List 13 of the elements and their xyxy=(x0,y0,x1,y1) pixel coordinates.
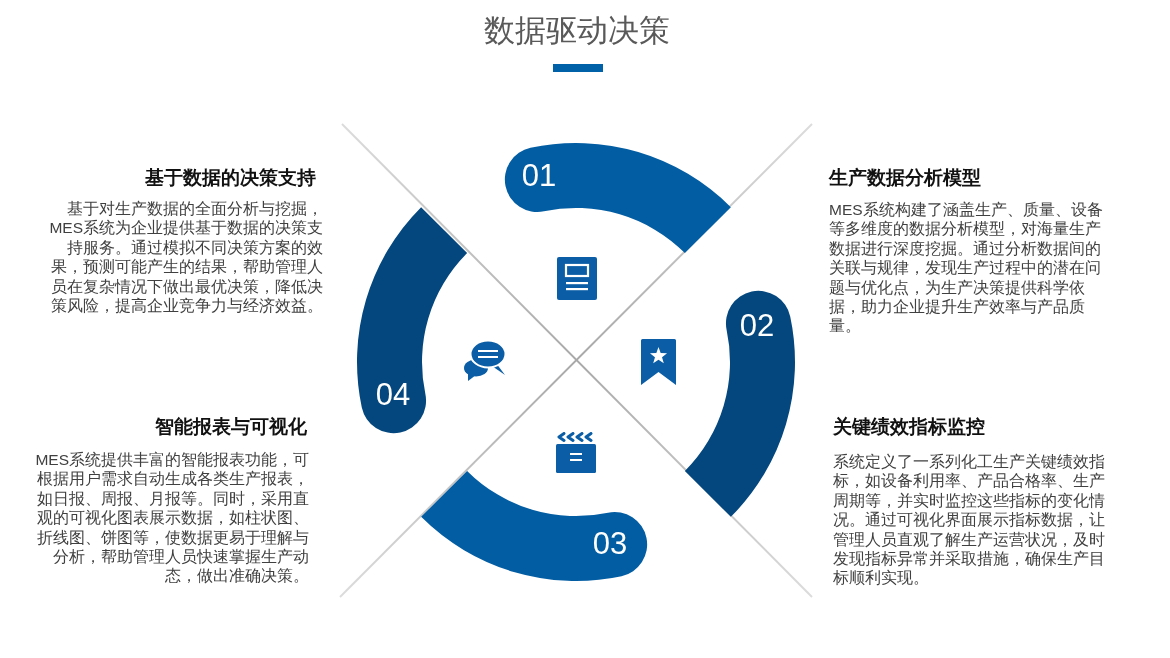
step-number: 04 xyxy=(375,378,411,410)
step-number: 01 xyxy=(521,159,557,191)
description-text: 基于对生产数据的全面分析与挖掘，MES系统为企业提供基于数据的决策支持服务。通过模拟不同决策方案的效果，预测可能产生的结果，帮助管理人员在复杂情况下做出最优决策，降低决策风险，提高企业竞争力与经济效益。 xyxy=(48,199,323,316)
section-heading: 生产数据分析模型 xyxy=(829,166,981,190)
step-number: 02 xyxy=(739,309,775,341)
step-number: 03 xyxy=(592,527,628,559)
section-heading: 智能报表与可视化 xyxy=(155,415,307,439)
title: 数据驱动决策 xyxy=(484,12,670,50)
section-heading: 关键绩效指标监控 xyxy=(833,415,985,439)
section-heading: 基于数据的决策支持 xyxy=(145,166,316,190)
description-text: MES系统构建了涵盖生产、质量、设备等多维度的数据分析模型，对海量生产数据进行深度挖掘。通过分析数据间的关联与规律，发现生产过程中的潜在问题与优化点，为生产决策提供科学依据，助力企业提升生产效率与产品质量。 xyxy=(829,200,1104,336)
description-text: 系统定义了一系列化工生产关键绩效指标，如设备利用率、产品合格率、生产周期等，并实时监控这些指标的变化情况。通过可视化界面展示指标数据，让管理人员直观了解生产运营状况，及时发现指标异常并采取措施，确保生产目标顺利实现。 xyxy=(833,452,1106,588)
description-text: MES系统提供丰富的智能报表功能，可根据用户需求自动生成各类生产报表，如日报、周报、月报等。同时，采用直观的可视化图表展示数据，如柱状图、折线图、饼图等，使数据更易于理解与分析，帮助管理人员快速掌握生产动态，做出准确决策。 xyxy=(34,450,309,586)
